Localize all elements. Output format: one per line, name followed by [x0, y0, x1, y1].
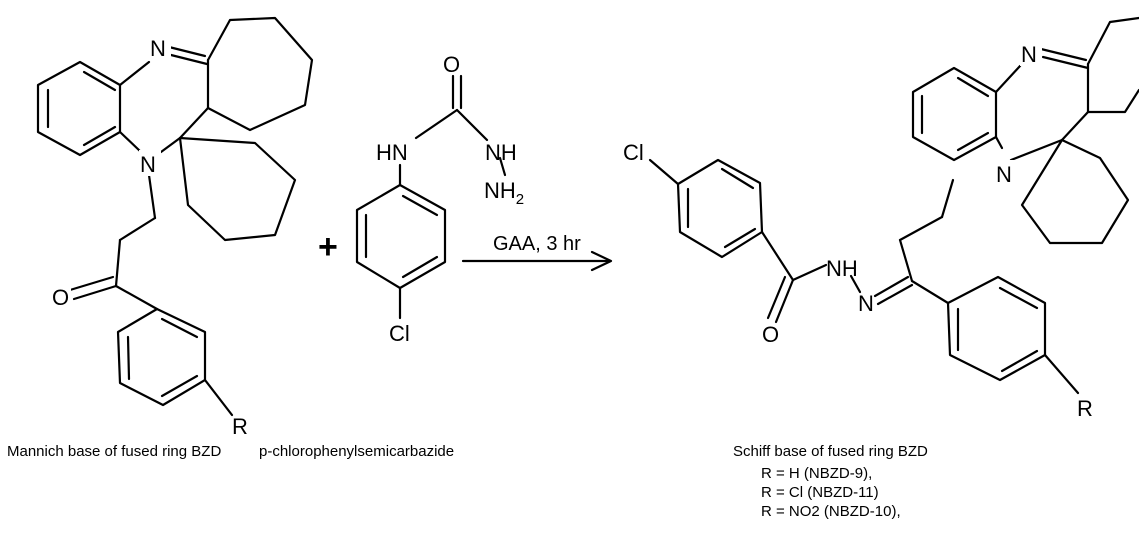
atom-nh: NH — [485, 140, 517, 165]
atom-n-imine: N — [150, 36, 166, 61]
atom-cl: Cl — [623, 140, 644, 165]
semicarbazide-structure — [355, 74, 507, 320]
atom-n-amine: N — [140, 152, 156, 177]
semicarbazide-atom-labels: O HN NH NH2 Cl — [376, 52, 524, 346]
mannich-base-structure — [36, 16, 314, 417]
reaction-arrow — [461, 250, 613, 272]
schiff-base-atom-labels: Cl NH N O N N R — [623, 40, 1093, 421]
atom-cl: Cl — [389, 321, 410, 346]
atom-o-carbonyl: O — [52, 285, 69, 310]
schiff-base-structure — [648, 16, 1139, 395]
atom-r-substituent: R — [1077, 396, 1093, 421]
atom-hn: HN — [376, 140, 408, 165]
variant-no2: R = NO2 (NBZD-10), — [761, 503, 901, 520]
atom-n-imine-hydrazone: N — [858, 291, 874, 316]
atom-nh-dash: NH — [826, 256, 858, 281]
atom-o: O — [443, 52, 460, 77]
reaction-conditions: GAA, 3 hr — [493, 233, 581, 255]
atom-nh2: NH2 — [484, 178, 524, 208]
mannich-base-atom-labels: N N O R — [51, 34, 248, 439]
plus-sign: + — [318, 228, 338, 266]
caption-reactant2: p-chlorophenylsemicarbazide — [259, 443, 454, 460]
atom-n-imine: N — [1021, 42, 1037, 67]
variant-h: R = H (NBZD-9), — [761, 465, 872, 482]
caption-product: Schiff base of fused ring BZD — [733, 443, 928, 460]
atom-r-substituent: R — [232, 414, 248, 439]
atom-o-carbonyl: O — [762, 322, 779, 347]
caption-reactant1: Mannich base of fused ring BZD — [7, 443, 221, 460]
atom-n-amine: N — [996, 162, 1012, 187]
variant-cl: R = Cl (NBZD-11) — [761, 484, 879, 501]
